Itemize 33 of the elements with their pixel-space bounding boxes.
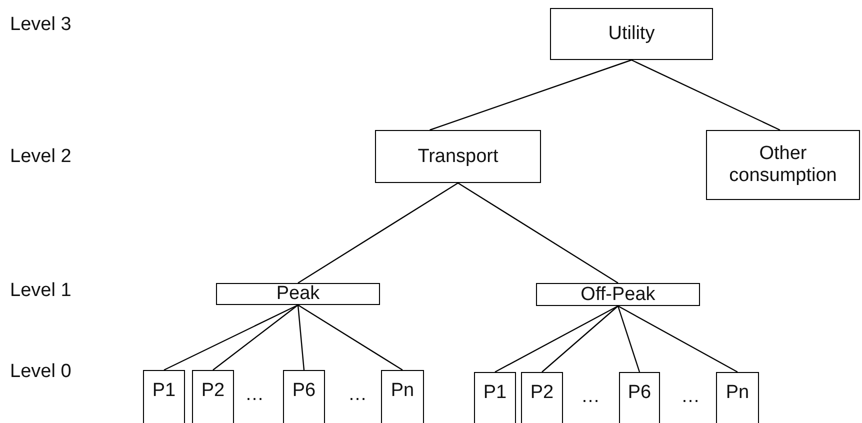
ellipsis-text: … <box>681 386 700 408</box>
leaf-box: P2 <box>192 370 234 423</box>
leaf-box: P6 <box>619 372 660 423</box>
connector-line <box>297 304 305 370</box>
connector-line <box>430 59 632 131</box>
ellipsis-text: … <box>348 384 367 406</box>
level-label: Level 0 <box>10 361 72 383</box>
leaf-box: P1 <box>143 370 185 423</box>
connector-line <box>617 306 640 372</box>
leaf-box: P6 <box>283 370 325 423</box>
connector-line <box>212 304 298 370</box>
ellipsis-text: … <box>581 386 600 408</box>
hierarchy-box: Utility <box>550 8 713 60</box>
level-label: Level 1 <box>10 280 72 302</box>
connector-line <box>298 182 458 284</box>
ellipsis-text: … <box>245 384 264 406</box>
level-label: Level 2 <box>10 146 72 168</box>
connector-line <box>164 304 298 371</box>
leaf-box: Pn <box>381 370 424 423</box>
connector-line <box>631 59 780 131</box>
connector-line <box>618 305 738 373</box>
connector-line <box>494 305 618 373</box>
connector-line <box>542 306 618 372</box>
leaf-box: Pn <box>716 372 759 423</box>
hierarchy-box: Off-Peak <box>536 283 700 306</box>
level-label: Level 3 <box>10 14 72 36</box>
connector-line <box>298 304 403 370</box>
hierarchy-box: Peak <box>216 283 380 305</box>
leaf-box: P2 <box>521 372 563 423</box>
leaf-box: P1 <box>474 372 516 423</box>
connector-line <box>458 182 618 284</box>
hierarchy-box: Transport <box>375 130 541 183</box>
hierarchy-box: Other consumption <box>706 130 860 200</box>
